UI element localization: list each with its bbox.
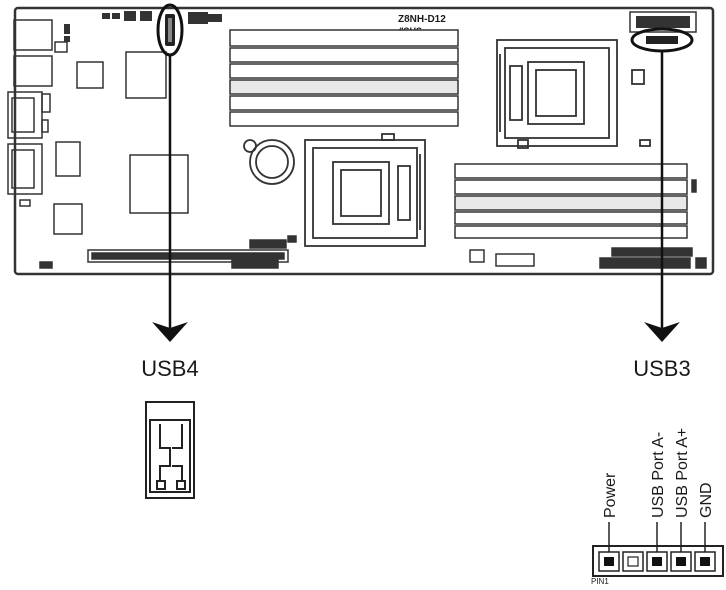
usb3-header-outline — [592, 545, 724, 577]
cpu-socket-2 — [304, 133, 426, 247]
cpu-socket-1 — [496, 39, 651, 149]
chip-2 — [55, 141, 81, 177]
usb3-arrow-head — [644, 322, 680, 342]
usb4-callout — [152, 55, 188, 342]
usb3-callout — [644, 51, 680, 342]
chip-bmc — [125, 51, 167, 99]
pin-usb-a-minus — [652, 557, 662, 566]
pin1-label: PIN1 — [591, 577, 609, 586]
io-port-lan — [13, 55, 53, 87]
board-model-label: Z8NH-D12 — [398, 14, 446, 25]
motherboard: Z8NH-D12 /ISUS — [7, 3, 715, 276]
pin-label-usb-a-minus: USB Port A- — [650, 432, 667, 518]
fan-header — [495, 253, 535, 267]
pin-gnd — [700, 557, 710, 566]
chip-3 — [53, 203, 83, 235]
io-port-vga — [7, 91, 43, 139]
usb4-label: USB4 — [141, 356, 198, 381]
top-headers — [64, 11, 222, 42]
chips-left — [53, 51, 189, 235]
chip-southbridge — [129, 154, 189, 214]
pin-nc — [627, 556, 639, 567]
usb3-header-pins — [646, 36, 678, 44]
usb3-label: USB3 — [633, 356, 690, 381]
pin-label-usb-a-plus: USB Port A+ — [674, 428, 691, 518]
chip-1 — [76, 61, 104, 89]
dimm-slots-cpu1 — [229, 29, 459, 127]
usb4-arrow-head — [152, 322, 188, 342]
pin-power — [604, 557, 614, 566]
pin-label-gnd: GND — [698, 482, 715, 518]
pin-usb-a-plus — [676, 557, 686, 566]
pin-label-power: Power — [602, 472, 619, 518]
bottom-connectors — [39, 235, 707, 269]
io-port-serial — [7, 143, 43, 195]
rear-io — [7, 19, 68, 207]
cmos-battery — [243, 139, 295, 185]
dimm-slots-cpu2 — [454, 163, 697, 239]
usb4-port-illustration — [145, 401, 195, 499]
usb3-pin-header: PIN1 — [591, 522, 724, 586]
io-port-top — [13, 19, 53, 51]
